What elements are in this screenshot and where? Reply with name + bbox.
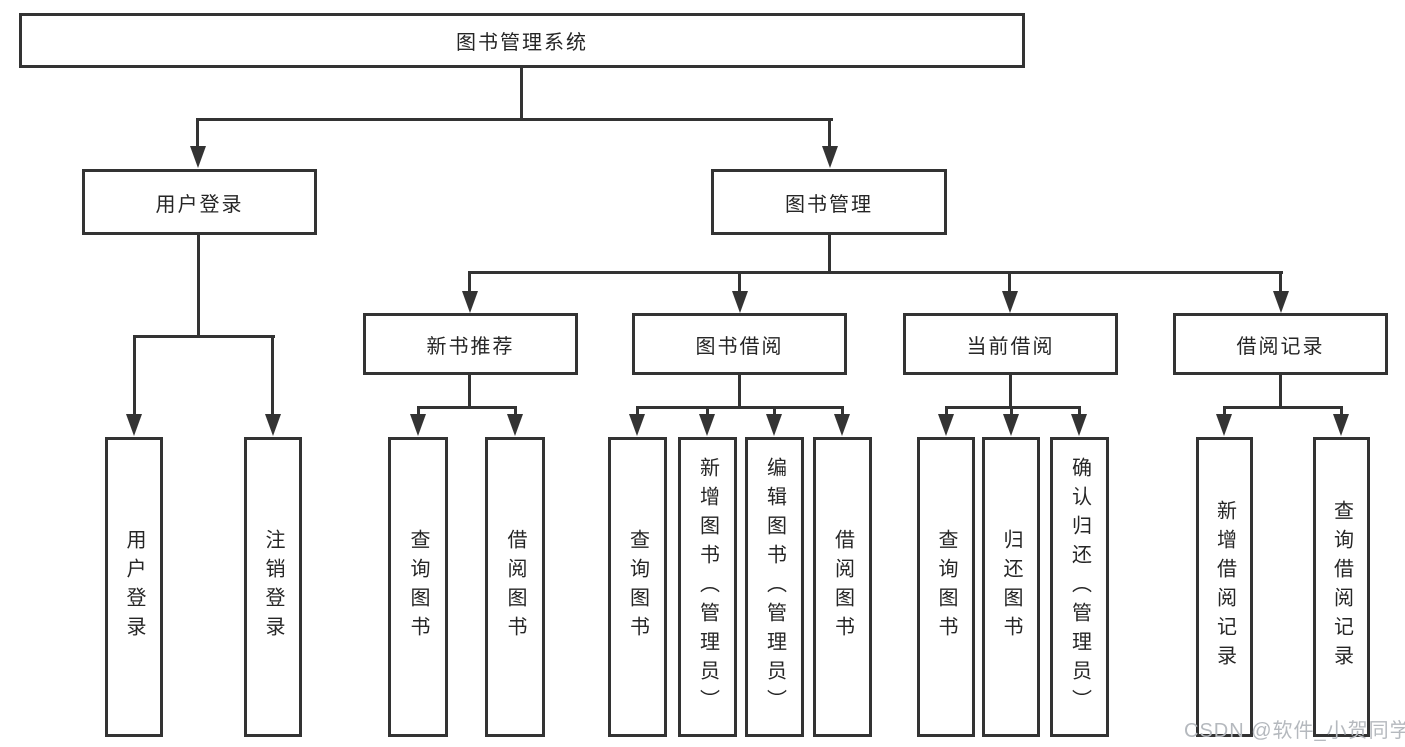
leaf-label: 新增图书（管理员） [696,456,719,718]
connector-line [468,271,471,295]
connector-line [738,375,741,409]
leaf-edit-book-admin: 编辑图书（管理员） [745,437,804,737]
connector-line [417,406,420,416]
connector-line [1010,406,1013,416]
connector-line [945,406,1081,409]
arrow-down-icon [822,146,838,168]
connector-line [1340,406,1343,416]
connector-line [468,375,471,409]
connector-line [636,406,844,409]
arrow-down-icon [190,146,206,168]
leaf-add-book-admin: 新增图书（管理员） [678,437,737,737]
leaf-label: 注销登录 [262,529,284,645]
connector-line [1008,271,1011,295]
arrow-down-icon [834,414,850,436]
leaf-query-books-borrowing: 查询图书 [608,437,667,737]
connector-line [1223,406,1226,416]
leaf-confirm-return-admin: 确认归还（管理员） [1050,437,1109,737]
arrow-down-icon [507,414,523,436]
node-new-book-recommendation: 新书推荐 [363,313,578,375]
node-user-login: 用户登录 [82,169,317,235]
node-label: 借阅记录 [1236,335,1325,358]
connector-line [514,406,517,416]
leaf-label: 借阅图书 [504,529,526,645]
arrow-down-icon [1216,414,1232,436]
connector-line [197,118,833,121]
leaf-query-books-current: 查询图书 [917,437,975,737]
arrow-down-icon [938,414,954,436]
node-book-borrowing: 图书借阅 [632,313,847,375]
connector-line [197,235,200,338]
leaf-label: 查询图书 [407,529,429,645]
arrow-down-icon [1273,291,1289,313]
leaf-logout: 注销登录 [244,437,302,737]
arrow-down-icon [410,414,426,436]
leaf-borrow-books-borrowing: 借阅图书 [813,437,872,737]
leaf-label: 查询借阅记录 [1330,500,1353,674]
arrow-down-icon [1333,414,1349,436]
arrow-down-icon [126,414,142,436]
arrow-down-icon [1003,414,1019,436]
connector-line [828,235,831,274]
arrow-down-icon [629,414,645,436]
leaf-query-borrow-record: 查询借阅记录 [1313,437,1370,737]
leaf-user-login: 用户登录 [105,437,163,737]
connector-line [1009,375,1012,409]
node-library-management-system: 图书管理系统 [19,13,1025,68]
leaf-borrow-books-recommend: 借阅图书 [485,437,545,737]
node-label: 用户登录 [155,193,244,216]
leaf-return-book: 归还图书 [982,437,1040,737]
leaf-label: 编辑图书（管理员） [763,456,786,718]
leaf-label: 查询图书 [935,529,957,645]
connector-line [417,406,517,409]
arrow-down-icon [1002,291,1018,313]
leaf-add-borrow-record: 新增借阅记录 [1196,437,1253,737]
arrow-down-icon [265,414,281,436]
connector-line [1078,406,1081,416]
connector-line [773,406,776,416]
node-label: 图书借阅 [695,335,784,358]
connector-line [945,406,948,416]
leaf-label: 新增借阅记录 [1213,500,1236,674]
connector-line [469,271,1283,274]
arrow-down-icon [766,414,782,436]
leaf-label: 归还图书 [1000,529,1022,645]
connector-line [520,68,523,120]
connector-line [1279,375,1282,409]
connector-line [1279,271,1282,295]
node-borrowing-records: 借阅记录 [1173,313,1388,375]
connector-line [636,406,639,416]
csdn-watermark: CSDN @软件_小贺同学 [1184,720,1405,742]
node-book-management: 图书管理 [711,169,947,235]
node-label: 新书推荐 [426,335,515,358]
leaf-label: 查询图书 [626,529,649,645]
connector-line [706,406,709,416]
node-label: 当前借阅 [966,335,1055,358]
leaf-label: 确认归还（管理员） [1068,456,1091,718]
leaf-label: 借阅图书 [831,529,854,645]
leaf-label: 用户登录 [123,529,145,645]
connector-line [828,118,831,148]
node-current-borrowing: 当前借阅 [903,313,1118,375]
arrow-down-icon [462,291,478,313]
leaf-query-books-recommend: 查询图书 [388,437,448,737]
connector-line [133,335,275,338]
connector-line [841,406,844,416]
connector-line [196,118,199,148]
node-label: 图书管理 [785,193,873,216]
connector-line [133,335,136,417]
connector-line [738,271,741,295]
connector-line [271,335,274,417]
arrow-down-icon [732,291,748,313]
arrow-down-icon [1071,414,1087,436]
node-label: 图书管理系统 [456,32,588,54]
arrow-down-icon [699,414,715,436]
connector-line [1223,406,1343,409]
